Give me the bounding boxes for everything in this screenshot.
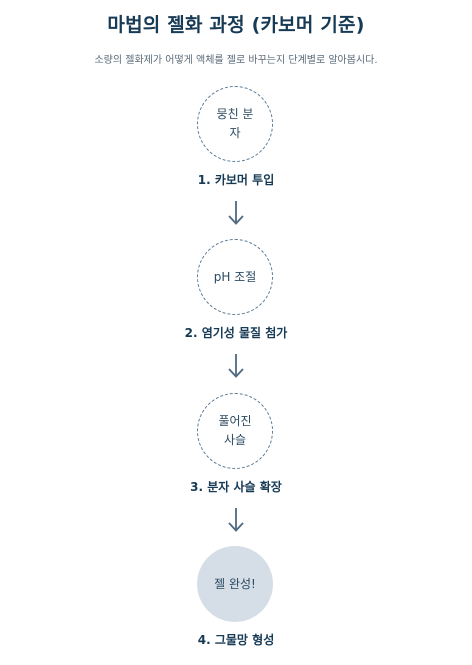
step-2-circle: pH 조절 — [197, 239, 273, 315]
step-4-circle-text: 젤 완성! — [214, 576, 256, 591]
step-3-label: 3. 분자 사슬 확장 — [190, 480, 282, 494]
step-1-circle-text: 뭉친 분자 — [216, 107, 254, 140]
step-1-circle: 뭉친 분자 — [197, 86, 273, 162]
arrow-down-icon — [228, 508, 244, 532]
arrow-down-icon — [228, 354, 244, 378]
step-4-circle: 젤 완성! — [197, 546, 273, 622]
page-title: 마법의 젤화 과정 (카보머 기준) — [107, 14, 365, 36]
step-3-circle: 풀어진 사슬 — [197, 393, 273, 469]
step-2-circle-text: pH 조절 — [213, 269, 257, 284]
step-2-label: 2. 염기성 물질 첨가 — [184, 326, 288, 340]
page-subtitle: 소량의 젤화제가 어떻게 액체를 젤로 바꾸는지 단계별로 알아봅시다. — [94, 55, 378, 66]
step-4-label: 4. 그물망 형성 — [197, 633, 275, 647]
step-3-circle-text: 풀어진 사슬 — [218, 414, 252, 447]
arrow-down-icon — [228, 201, 244, 225]
step-1-label: 1. 카보머 투입 — [197, 173, 275, 187]
